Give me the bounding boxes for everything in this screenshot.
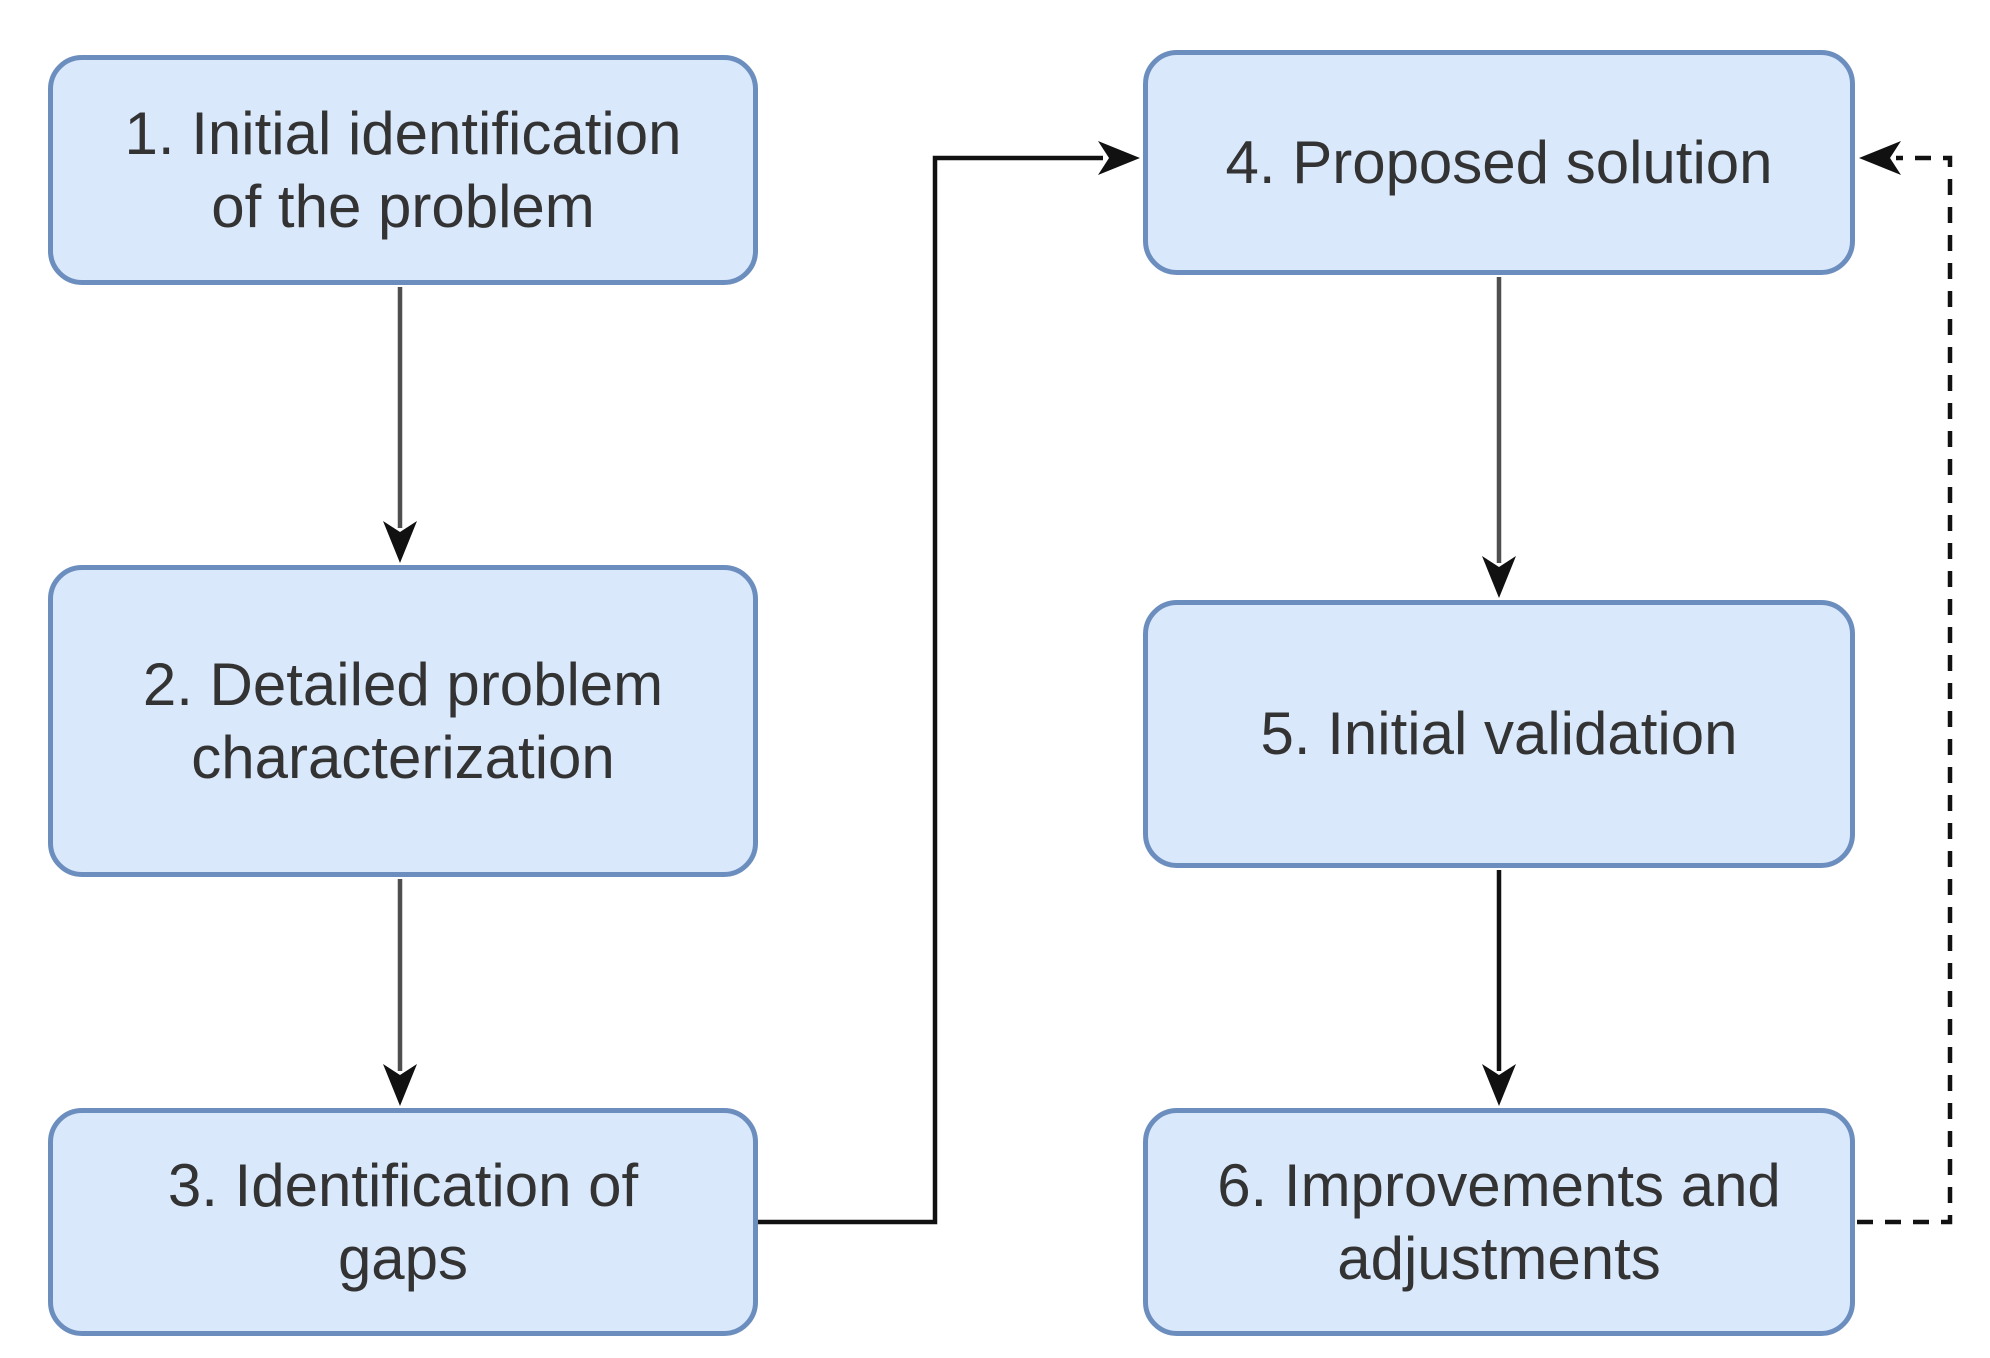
edge-step1-step2 <box>383 287 417 563</box>
node-step6: 6. Improvements and adjustments <box>1143 1108 1855 1336</box>
node-step1: 1. Initial identification of the problem <box>48 55 758 285</box>
edge-step3-step4-line <box>758 155 1103 1225</box>
edge-step4-step5-arrowhead <box>1482 556 1516 598</box>
edge-step5-step6 <box>1482 870 1516 1106</box>
node-step5-label: 5. Initial validation <box>1260 700 1738 768</box>
edge-step3-step4 <box>758 141 1140 1225</box>
edge-step5-step6-arrowhead <box>1482 1064 1516 1106</box>
node-step3-label: 3. Identification of gaps <box>167 1151 639 1292</box>
node-step4: 4. Proposed solution <box>1143 50 1855 275</box>
node-step1-label: 1. Initial identification of the problem <box>124 99 682 240</box>
node-step4-label: 4. Proposed solution <box>1225 128 1773 196</box>
edge-step3-step4-arrowhead <box>1098 141 1140 175</box>
node-step3: 3. Identification of gaps <box>48 1108 758 1336</box>
node-step2: 2. Detailed problem characterization <box>48 565 758 877</box>
edge-step4-step5 <box>1482 277 1516 598</box>
edge-step6-step4 <box>1857 141 1953 1225</box>
edge-step6-step4-line <box>1857 155 1953 1225</box>
node-step2-label: 2. Detailed problem characterization <box>142 650 664 791</box>
node-step6-label: 6. Improvements and adjustments <box>1217 1151 1781 1292</box>
edge-step2-step3 <box>383 879 417 1106</box>
node-step5: 5. Initial validation <box>1143 600 1855 868</box>
edge-step1-step2-arrowhead <box>383 521 417 563</box>
edge-step6-step4-arrowhead <box>1859 141 1901 175</box>
edge-step2-step3-arrowhead <box>383 1064 417 1106</box>
